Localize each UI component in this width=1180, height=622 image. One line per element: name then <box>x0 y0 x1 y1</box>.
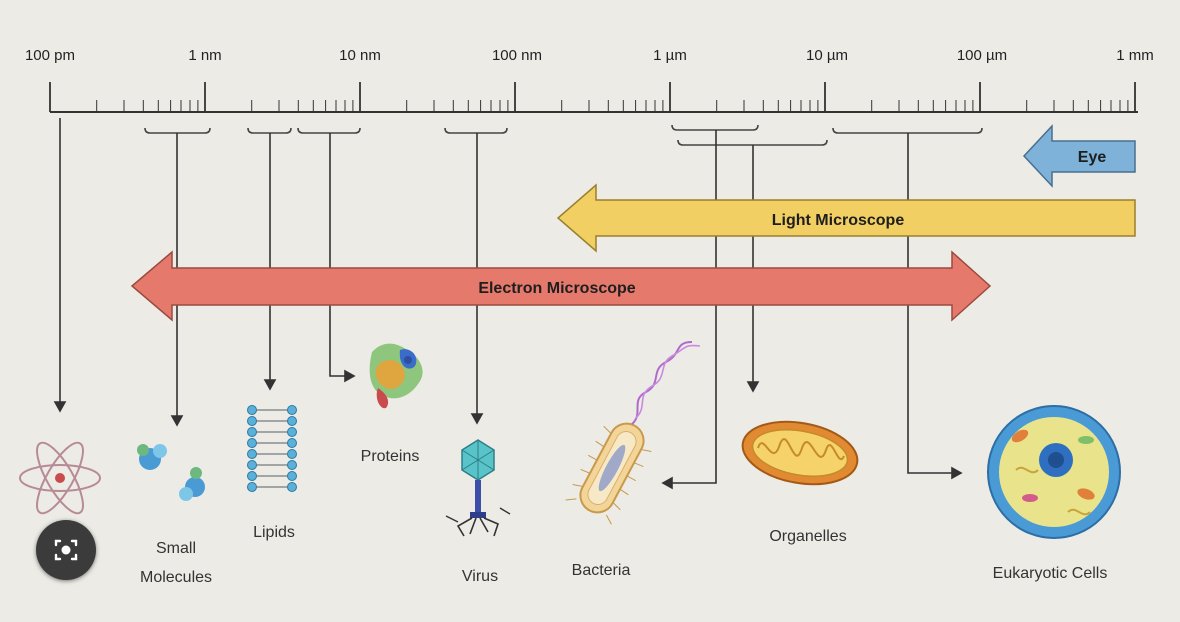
scale-label-1um: 1 µm <box>653 47 687 64</box>
bacteria-icon <box>565 341 701 525</box>
scale-label-1mm: 1 mm <box>1116 47 1154 64</box>
bracket-lipids <box>247 127 292 134</box>
light-microscope-arrow: Light Microscope <box>556 183 1136 253</box>
eye-label: Eye <box>1078 149 1107 166</box>
atom-icon <box>19 441 101 515</box>
bracket-organelles <box>677 139 828 146</box>
virus-label: Virus <box>462 568 498 585</box>
eye-arrow: Eye <box>1022 124 1136 188</box>
small-molecules-icon <box>137 444 205 501</box>
small-molecules-label-line2: Molecules <box>140 569 212 586</box>
eukaryotic-cell-icon <box>987 405 1121 539</box>
eukaryotic-cells-label: Eukaryotic Cells <box>993 565 1108 582</box>
connector-eukaryotic-cells <box>907 133 952 474</box>
connector-lipids-arrowhead <box>263 379 277 391</box>
proteins-label: Proteins <box>361 448 420 465</box>
connector-organelles-arrowhead <box>746 381 760 393</box>
scale-label-100um: 100 µm <box>957 47 1007 64</box>
bracket-proteins <box>297 127 361 134</box>
electron-microscope-label: Electron Microscope <box>478 280 635 297</box>
camera-search-icon <box>54 539 78 561</box>
item-labels: Small Molecules Lipids Proteins Virus Ba… <box>140 448 1107 586</box>
light-microscope-arrow-shape <box>556 183 1136 253</box>
connector-small-molecules-arrowhead <box>170 415 184 427</box>
connector-eukaryotic-cells-arrowhead <box>951 466 963 480</box>
light-microscope-label: Light Microscope <box>772 212 905 229</box>
connector-lines <box>53 118 963 490</box>
connector-bacteria-arrowhead <box>661 476 673 490</box>
connector-virus-arrowhead <box>470 413 484 425</box>
eye-arrow-shape <box>1022 124 1136 188</box>
scale-label-10um: 10 µm <box>806 47 848 64</box>
bracket-virus <box>444 127 508 134</box>
connector-proteins <box>329 133 345 377</box>
scale-label-100pm: 100 pm <box>25 47 75 64</box>
bacteria-label: Bacteria <box>572 562 631 579</box>
scale-label-100nm: 100 nm <box>492 47 542 64</box>
scale-label-10nm: 10 nm <box>339 47 381 64</box>
protein-icon <box>369 343 423 409</box>
lipid-bilayer-icon <box>247 405 297 492</box>
lipids-label: Lipids <box>253 524 295 541</box>
lens-search-button[interactable] <box>36 520 96 580</box>
ruler-ticks <box>49 82 1136 112</box>
electron-microscope-arrow: Electron Microscope <box>130 250 992 322</box>
mitochondrion-icon <box>741 420 859 486</box>
bracket-bacteria <box>671 124 759 131</box>
bracket-eukaryotic-cells <box>832 127 983 134</box>
connector-atom-arrowhead <box>53 401 67 413</box>
small-molecules-label-line1: Small <box>156 540 196 557</box>
scale-labels: 100 pm 1 nm 10 nm 100 nm 1 µm 10 µm 100 … <box>25 47 1154 64</box>
scale-ruler <box>49 82 1138 113</box>
scale-label-1nm: 1 nm <box>188 47 221 64</box>
bracket-small-molecules <box>144 127 211 134</box>
connector-proteins-arrowhead <box>344 369 356 383</box>
connector-bacteria <box>672 130 717 484</box>
electron-microscope-arrow-shape <box>130 250 992 322</box>
virus-icon <box>445 439 511 537</box>
organelles-label: Organelles <box>769 528 846 545</box>
